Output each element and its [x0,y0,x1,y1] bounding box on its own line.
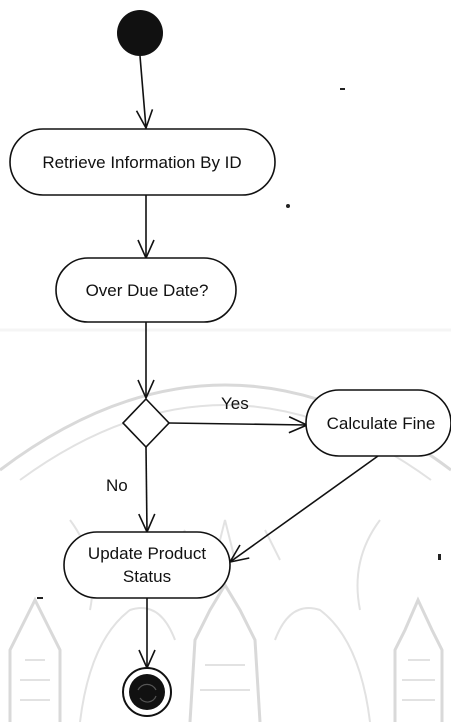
diagram-edges [140,55,379,668]
activity-fine-label: Calculate Fine [327,414,436,433]
watermark-seal [0,328,451,722]
activity-over-due-date: Over Due Date? [55,257,237,323]
decision-node [121,397,171,449]
activity-retrieve-label: Retrieve Information By ID [42,153,241,172]
activity-overdue-label: Over Due Date? [86,281,209,300]
activity-retrieve-information: Retrieve Information By ID [9,128,276,196]
edge-label-yes: Yes [221,394,249,413]
final-node [122,667,172,717]
edge-decision-to-update [146,446,147,532]
initial-node [117,10,163,56]
activity-update-label-line1: Update Product [88,544,206,563]
activity-update-label-line2: Status [123,567,171,586]
edge-label-no: No [106,476,128,495]
edge-start-to-retrieve [140,55,146,128]
activity-calculate-fine: Calculate Fine [305,389,451,457]
scan-specks [37,88,441,599]
edge-fine-to-update [230,455,379,562]
activity-update-product-status: Update Product Status [63,531,231,599]
edge-decision-to-fine [168,423,307,425]
